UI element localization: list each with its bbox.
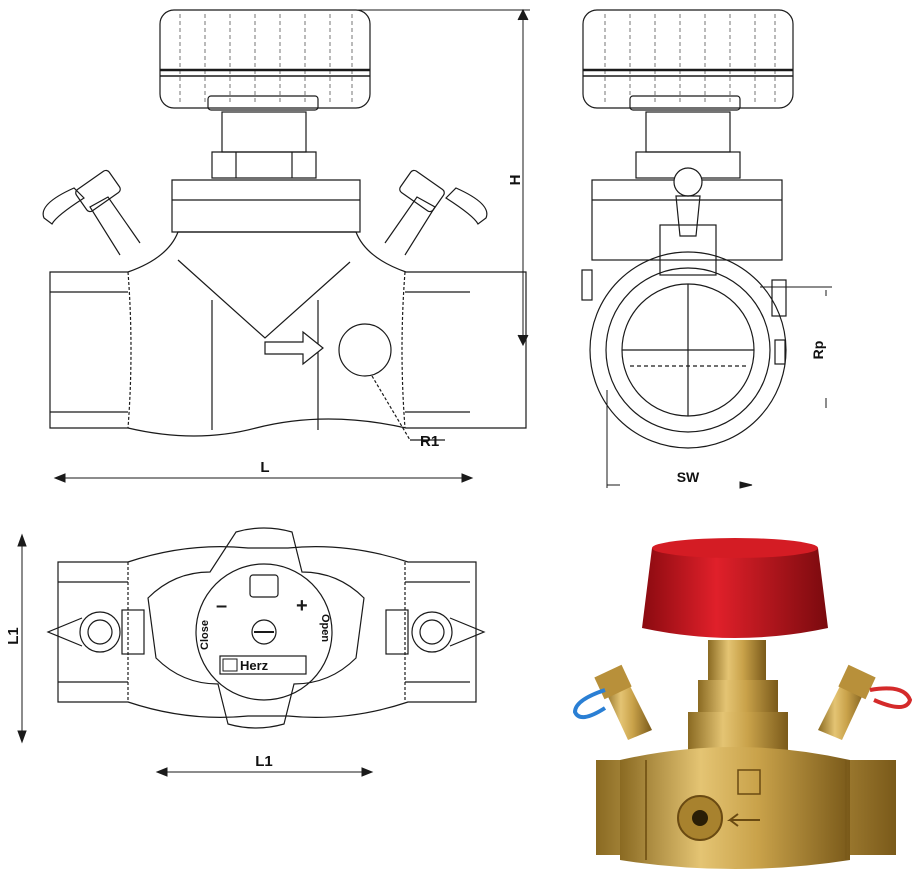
label-rp: Rp [810,341,826,360]
herz-logo-icon [222,658,238,672]
flow-arrow-icon [264,330,324,366]
dimension-l [53,473,474,483]
front-handwheel [159,9,371,111]
dimension-rp [760,286,832,408]
top-view [46,527,486,729]
front-view [42,9,527,441]
dimension-l1-horizontal [155,767,374,777]
label-open: Open [319,614,331,642]
top-handwheel [147,527,365,729]
label-l1-vertical: L1 [5,627,22,645]
label-l1-horizontal: L1 [255,753,273,770]
product-photo [572,538,913,869]
blue-cap-icon [572,688,607,720]
dimension-h [300,8,530,347]
right-test-port [384,169,488,256]
brand-label: Herz [240,658,269,673]
left-test-port [42,169,141,256]
minus-symbol: – [216,595,227,617]
label-l: L [260,459,269,476]
label-h: H [507,175,524,186]
label-r1: R1 [420,433,439,450]
plus-symbol: + [296,595,308,617]
label-close: Close [199,620,211,650]
label-sw: SW [677,469,700,485]
dimension-l1-vertical [17,533,27,744]
side-view [581,9,794,449]
dimension-sw [606,390,753,489]
red-cap-icon [869,686,913,709]
